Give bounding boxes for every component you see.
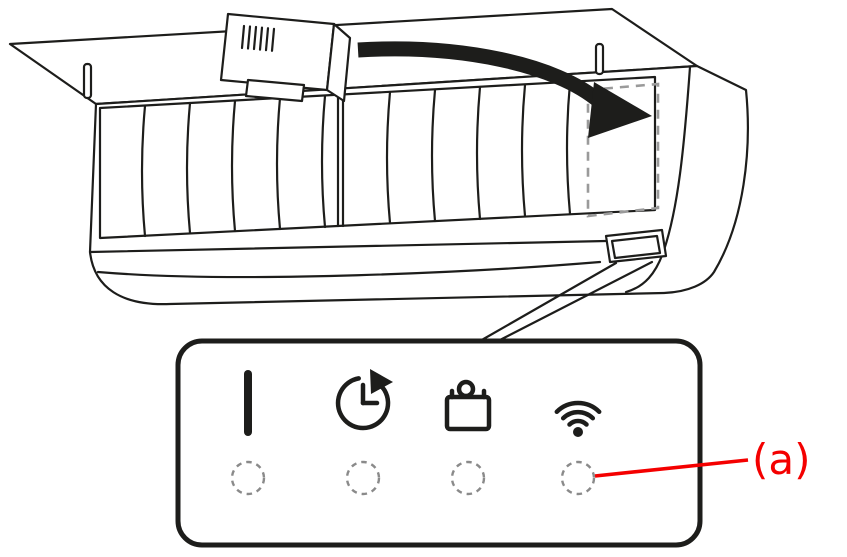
lamp-dust-box [450, 460, 486, 496]
indicator-panel-frame [175, 338, 703, 548]
callout-a: (a) [594, 435, 811, 484]
wireless-indicator-icon [554, 400, 602, 437]
callout-leader-line [594, 458, 749, 478]
lid-hinge-pins [82, 42, 605, 100]
timer-indicator-icon [335, 369, 393, 431]
filter-ribs [140, 81, 572, 238]
callout-pointer-lines [478, 260, 654, 343]
module-slot-dashed-outline [586, 82, 660, 218]
display-window [604, 228, 668, 264]
filter-frame [98, 75, 657, 240]
callout-label: (a) [752, 435, 811, 484]
wireless-module [219, 12, 352, 103]
lamp-timer [345, 460, 381, 496]
indoor-unit-body [88, 64, 749, 306]
insertion-arrow-icon [357, 41, 652, 138]
dust-box-indicator-icon [444, 379, 492, 432]
lamp-wireless [560, 460, 596, 496]
lamp-power [230, 460, 266, 496]
module-vent-lines [240, 24, 276, 52]
indicator-panel [175, 338, 703, 548]
indicator-lamps [230, 460, 596, 496]
